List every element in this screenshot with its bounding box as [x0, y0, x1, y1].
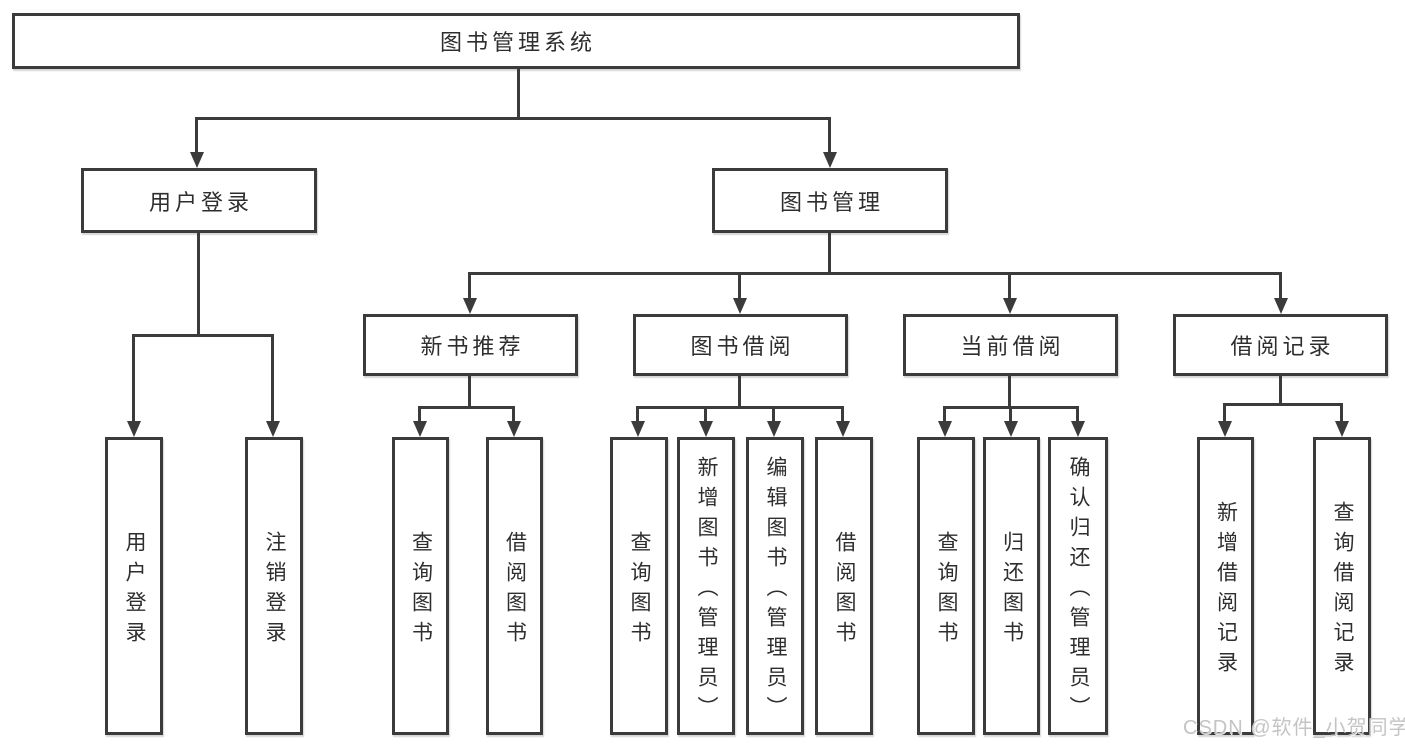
leaf-add-borrow-record-label: 新增借阅记录 [1214, 500, 1238, 681]
leaf-add-book-admin: 新增图书（管理员） [677, 437, 735, 735]
node-current-borrow-label: 当前借阅 [960, 334, 1065, 359]
leaf-return-book-label: 归还图书 [1000, 530, 1024, 651]
connector-vline [468, 376, 471, 407]
connector-hline [418, 406, 515, 409]
leaf-logout: 注销登录 [245, 437, 303, 735]
leaf-query-books-borrow: 查询图书 [610, 437, 668, 735]
connector-hline [132, 334, 274, 337]
arrow-down-icon [1218, 421, 1232, 437]
connector-vline [132, 334, 135, 421]
leaf-borrow-books: 借阅图书 [815, 437, 873, 735]
connector-vline [418, 406, 421, 421]
arrow-down-icon [463, 298, 477, 314]
connector-vline [1340, 403, 1343, 421]
connector-vline [197, 233, 200, 335]
connector-vline [704, 406, 707, 421]
leaf-query-books-current-label: 查询图书 [935, 530, 958, 651]
connector-hline [195, 117, 831, 120]
node-book-management: 图书管理 [712, 168, 948, 233]
connector-vline [738, 272, 741, 298]
connector-hline [1223, 403, 1343, 406]
arrow-down-icon [836, 421, 850, 437]
connector-vline [943, 406, 946, 421]
node-current-borrow: 当前借阅 [903, 314, 1118, 376]
leaf-query-books-borrow-label: 查询图书 [628, 530, 651, 651]
connector-vline [1223, 403, 1226, 421]
arrow-down-icon [1003, 298, 1017, 314]
connector-vline [1009, 406, 1012, 421]
leaf-user-login: 用户登录 [105, 437, 163, 735]
arrow-down-icon [190, 152, 204, 168]
connector-vline [195, 117, 198, 152]
leaf-borrow-books-label: 借阅图书 [833, 530, 856, 651]
leaf-query-borrow-record: 查询借阅记录 [1313, 437, 1371, 735]
leaf-query-books-recommend: 查询图书 [392, 437, 449, 735]
connector-vline [517, 69, 520, 118]
connector-vline [636, 406, 639, 421]
arrow-down-icon [767, 421, 781, 437]
connector-hline [468, 272, 1282, 275]
arrow-down-icon [938, 421, 952, 437]
leaf-query-books-recommend-label: 查询图书 [409, 530, 433, 651]
connector-vline [512, 406, 515, 421]
connector-vline [841, 406, 844, 421]
node-new-book-recommend: 新书推荐 [363, 314, 578, 376]
connector-vline [828, 117, 831, 152]
leaf-borrow-books-recommend-label: 借阅图书 [503, 530, 527, 651]
node-root: 图书管理系统 [12, 13, 1020, 69]
connector-vline [828, 233, 831, 273]
connector-vline [1008, 272, 1011, 298]
node-root-label: 图书管理系统 [439, 30, 596, 55]
connector-vline [271, 334, 274, 421]
leaf-confirm-return-admin: 确认归还（管理员） [1048, 437, 1108, 735]
leaf-edit-book-admin: 编辑图书（管理员） [746, 437, 804, 735]
node-new-book-recommend-label: 新书推荐 [420, 334, 525, 359]
arrow-down-icon [733, 298, 747, 314]
connector-vline [1076, 406, 1079, 421]
connector-hline [636, 406, 844, 409]
connector-vline [738, 376, 741, 407]
arrow-down-icon [631, 421, 645, 437]
node-user-login: 用户登录 [81, 168, 317, 233]
connector-vline [1008, 376, 1011, 407]
leaf-user-login-label: 用户登录 [123, 530, 146, 651]
arrow-down-icon [1004, 421, 1018, 437]
leaf-confirm-return-admin-label: 确认归还（管理员） [1067, 455, 1090, 726]
leaf-return-book: 归还图书 [983, 437, 1040, 735]
leaf-query-books-current: 查询图书 [917, 437, 975, 735]
leaf-edit-book-admin-label: 编辑图书（管理员） [764, 455, 787, 726]
connector-vline [1279, 376, 1282, 404]
leaf-add-book-admin-label: 新增图书（管理员） [695, 455, 718, 726]
node-borrow-records-label: 借阅记录 [1230, 334, 1335, 359]
connector-vline [468, 272, 471, 298]
connector-vline [772, 406, 775, 421]
leaf-add-borrow-record: 新增借阅记录 [1197, 437, 1254, 735]
arrow-down-icon [1274, 298, 1288, 314]
arrow-down-icon [266, 421, 280, 437]
node-user-login-label: 用户登录 [148, 189, 253, 215]
arrow-down-icon [1071, 421, 1085, 437]
node-borrow-records: 借阅记录 [1173, 314, 1388, 376]
arrow-down-icon [127, 421, 141, 437]
arrow-down-icon [699, 421, 713, 437]
connector-vline [1279, 272, 1282, 298]
leaf-query-borrow-record-label: 查询借阅记录 [1331, 500, 1354, 681]
node-book-management-label: 图书管理 [779, 189, 884, 215]
arrow-down-icon [1335, 421, 1349, 437]
leaf-logout-label: 注销登录 [263, 530, 286, 651]
arrow-down-icon [507, 421, 521, 437]
node-book-borrow: 图书借阅 [633, 314, 848, 376]
leaf-borrow-books-recommend: 借阅图书 [486, 437, 543, 735]
arrow-down-icon [823, 152, 837, 168]
watermark: CSDN @软件_小贺同学 [1183, 717, 1405, 739]
arrow-down-icon [413, 421, 427, 437]
node-book-borrow-label: 图书借阅 [690, 334, 795, 359]
